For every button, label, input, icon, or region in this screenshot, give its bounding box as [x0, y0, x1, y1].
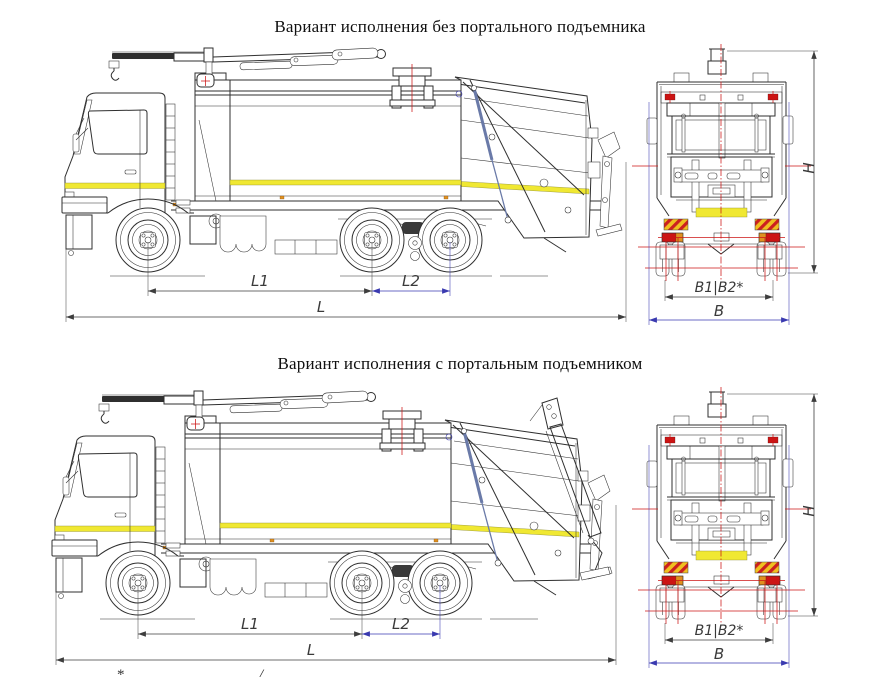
dim-label-b: B: [714, 302, 724, 320]
section-title-portal: Вариант исполнения с портальным подъемни…: [277, 354, 643, 373]
dim-label-l: L: [307, 641, 315, 659]
dim-label-l2: L2: [402, 272, 420, 290]
footnote-asterisk-fragment: *: [117, 667, 125, 677]
side-view-portal: L1 L2 L: [30, 383, 630, 673]
dim-label-l: L: [317, 298, 325, 316]
dim-label-l2: L2: [392, 615, 410, 633]
dim-label-l1: L1: [251, 272, 269, 290]
dim-label-h: H: [800, 162, 818, 173]
dim-label-b1b2: B1|B2*: [695, 623, 744, 639]
side-view-no-portal: L1 L2 L: [40, 40, 640, 330]
dim-label-b: B: [714, 645, 724, 663]
dim-label-l1: L1: [241, 615, 259, 633]
rear-view-no-portal: H B1|B2* B: [620, 40, 820, 330]
dim-label-b1b2: B1|B2*: [695, 280, 744, 296]
rear-view-portal: H B1|B2* B: [620, 383, 820, 673]
section-title-no-portal: Вариант исполнения без портального подъе…: [274, 17, 646, 36]
footnote-slash-fragment: /: [259, 667, 264, 677]
dim-label-h: H: [800, 505, 818, 516]
